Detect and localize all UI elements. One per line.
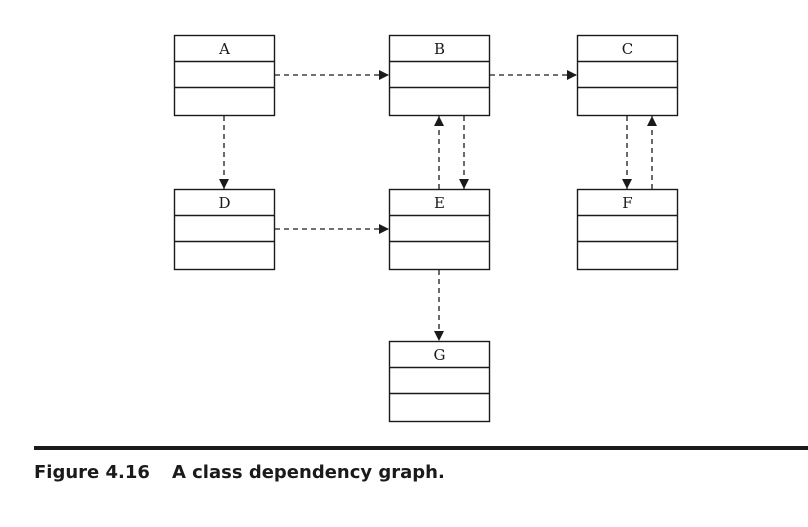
class-name: D — [218, 194, 230, 212]
class-name: C — [622, 40, 633, 58]
class-name: E — [434, 194, 445, 212]
class-box-e: E — [388, 188, 491, 271]
class-box-frame — [388, 188, 491, 271]
class-box-a: A — [173, 34, 276, 117]
class-name: B — [434, 40, 445, 58]
class-box-b: B — [388, 34, 491, 117]
dependency-arrows — [219, 70, 657, 341]
class-name: G — [434, 346, 446, 364]
class-box-frame — [388, 34, 491, 117]
figure-caption: Figure 4.16 A class dependency graph. — [34, 462, 445, 483]
class-box-f: F — [576, 188, 679, 271]
class-box-g: G — [388, 340, 491, 423]
class-box-frame — [173, 34, 276, 117]
class-name: F — [622, 194, 632, 212]
figure-title: A class dependency graph. — [171, 462, 445, 483]
class-box-frame — [173, 188, 276, 271]
class-box-frame — [576, 188, 679, 271]
class-boxes: A B C D E F G — [173, 34, 679, 423]
class-dependency-diagram: A B C D E F G — [173, 34, 679, 423]
figure-label: Figure 4.16 — [34, 462, 150, 483]
class-box-d: D — [173, 188, 276, 271]
class-name: A — [218, 40, 230, 58]
class-box-c: C — [576, 34, 679, 117]
caption-rule — [34, 446, 808, 450]
class-box-frame — [576, 34, 679, 117]
class-box-frame — [388, 340, 491, 423]
